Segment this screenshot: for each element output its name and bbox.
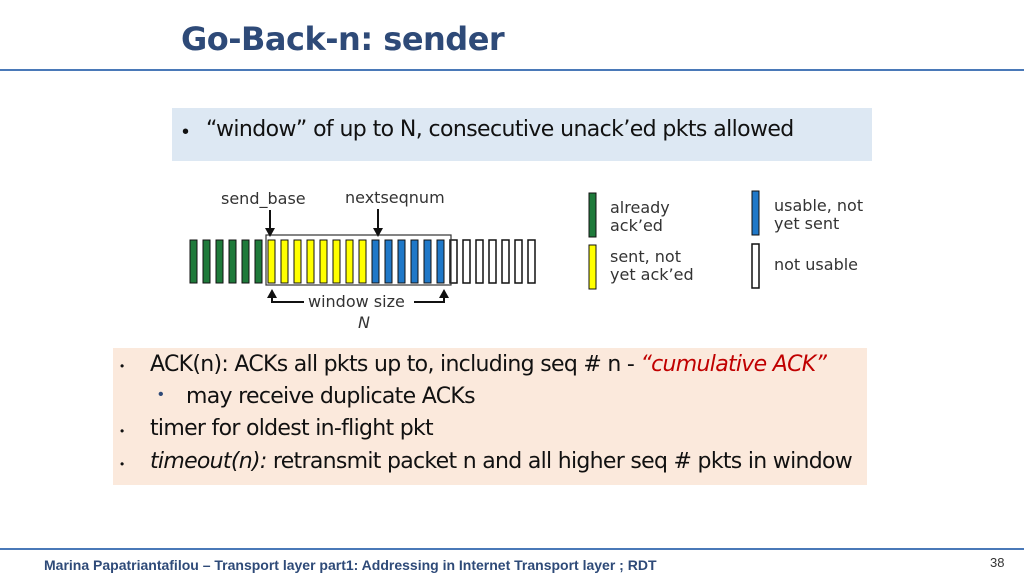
packet-sent [332, 239, 341, 284]
intro-bullet-text: “window” of up to N, consecutive unack’e… [206, 117, 794, 142]
window-frame [265, 234, 452, 286]
page-number: 38 [990, 555, 1005, 570]
legend-usable-line2: yet sent [774, 214, 839, 233]
nextseqnum-arrowhead [373, 228, 383, 237]
packet-not-usable [527, 239, 536, 284]
bullet-dot: • [120, 359, 125, 373]
packet-sent [345, 239, 354, 284]
slide-title: Go-Back-n: sender [181, 20, 505, 58]
window-size-arrow-left [271, 298, 304, 303]
packet-usable [397, 239, 406, 284]
packet-not-usable [462, 239, 471, 284]
legend-usable-line1: usable, not [774, 196, 863, 215]
bottom-rule [0, 548, 1024, 550]
legend-notusable-label: not usable [774, 255, 858, 274]
timeout-text: retransmit packet n and all higher seq #… [266, 449, 853, 474]
packet-acked [189, 239, 198, 284]
legend-acked-swatch [588, 192, 597, 238]
packet-acked [202, 239, 211, 284]
cumulative-ack-text: “cumulative ACK” [640, 352, 827, 377]
timer-bullet: timer for oldest in-flight pkt [150, 416, 434, 441]
packet-acked [241, 239, 250, 284]
intro-box: • “window” of up to N, consecutive unack… [172, 108, 872, 161]
window-size-arrow-right [414, 298, 445, 303]
timeout-bullet: timeout(n): retransmit packet n and all … [150, 449, 853, 474]
window-size-label: window size [308, 292, 405, 311]
legend-sent-line2: yet ack’ed [610, 265, 694, 284]
packet-usable [436, 239, 445, 284]
send-base-label: send_base [221, 189, 306, 209]
legend-acked-line2: ack’ed [610, 216, 663, 235]
packet-usable [371, 239, 380, 284]
packet-sent [319, 239, 328, 284]
bullets-box: • ACK(n): ACKs all pkts up to, including… [113, 348, 867, 485]
packet-not-usable [501, 239, 510, 284]
packet-usable [384, 239, 393, 284]
packet-not-usable [488, 239, 497, 284]
packet-sent [293, 239, 302, 284]
legend-acked-label: already ack’ed [610, 198, 675, 235]
sub-bullet-dot: • [158, 386, 164, 403]
bullet-dot: • [120, 424, 125, 438]
footer-text: Marina Papatriantafilou – Transport laye… [44, 557, 657, 573]
packet-not-usable [449, 239, 458, 284]
legend-usable-label: usable, not yet sent [774, 196, 868, 233]
packet-sent [280, 239, 289, 284]
legend-sent-line1: sent, not [610, 247, 681, 266]
legend-usable-swatch [751, 190, 760, 236]
dup-ack-bullet: may receive duplicate ACKs [186, 384, 476, 409]
legend-sent-label: sent, not yet ack’ed [610, 247, 694, 284]
packet-not-usable [514, 239, 523, 284]
top-rule [0, 69, 1024, 71]
packet-sent [267, 239, 276, 284]
packet-usable [423, 239, 432, 284]
window-right-arrowhead [439, 289, 449, 298]
packet-not-usable [475, 239, 484, 284]
packet-usable [410, 239, 419, 284]
legend-notusable-swatch [751, 243, 760, 289]
packet-sequence [189, 239, 536, 284]
packet-acked [228, 239, 237, 284]
bullet-dot: • [120, 457, 125, 471]
bullet-dot: • [182, 121, 190, 143]
packet-acked [254, 239, 263, 284]
legend-acked-line1: already [610, 198, 670, 217]
legend-sent-swatch [588, 244, 597, 290]
window-left-arrowhead [267, 289, 277, 298]
window-diagram: send_base nextseqnum window size N alrea… [189, 188, 868, 332]
packet-acked [215, 239, 224, 284]
timeout-label: timeout(n): [150, 449, 267, 474]
packet-sent [358, 239, 367, 284]
packet-sent [306, 239, 315, 284]
send-base-arrowhead [265, 228, 275, 237]
nextseqnum-label: nextseqnum [345, 188, 445, 207]
window-size-var: N [358, 313, 370, 332]
ack-text: ACK(n): ACKs all pkts up to, including s… [150, 352, 641, 377]
ack-bullet: ACK(n): ACKs all pkts up to, including s… [150, 352, 827, 377]
